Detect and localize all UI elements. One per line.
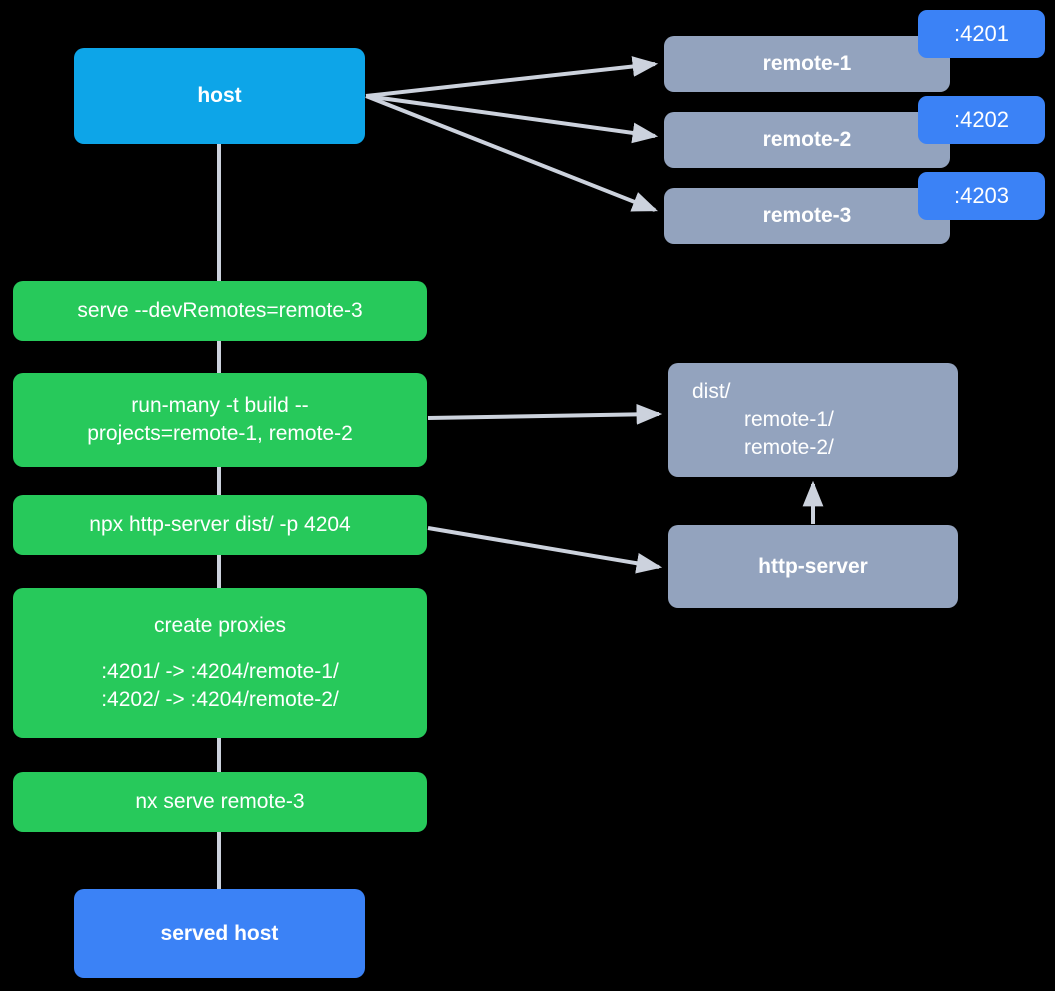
node-create-proxies[interactable]: create proxies :4201/ -> :4204/remote-1/…: [13, 588, 427, 738]
node-remote-1[interactable]: remote-1: [664, 36, 950, 92]
edge-run-many-to-dist-folder: [427, 403, 663, 425]
node-remote-3[interactable]: remote-3: [664, 188, 950, 244]
node-serve-dev-remotes-label: serve --devRemotes=remote-3: [77, 299, 363, 323]
node-remote-2-label: remote-2: [762, 128, 852, 152]
badge-port-4201[interactable]: :4201: [918, 10, 1045, 58]
node-http-server-label: http-server: [758, 554, 868, 578]
node-served-host-label: served host: [160, 921, 279, 945]
edge-host-to-remote-2: [365, 94, 659, 144]
node-run-many-line-2: projects=remote-1, remote-2: [87, 422, 353, 445]
node-host[interactable]: host: [74, 48, 365, 144]
edge-npx-http-server-to-http-server: [427, 526, 663, 574]
node-create-proxies-proxy-2: :4202/ -> :4204/remote-2/: [101, 687, 339, 711]
edge-host-to-remote-1: [365, 56, 659, 98]
badge-port-4203[interactable]: :4203: [918, 172, 1045, 220]
node-npx-http-server[interactable]: npx http-server dist/ -p 4204: [13, 495, 427, 555]
node-dist-folder-line-3: remote-2/: [744, 435, 834, 459]
node-remote-1-label: remote-1: [762, 52, 852, 76]
node-dist-folder[interactable]: dist/ remote-1/ remote-2/: [668, 363, 958, 477]
badge-port-4202-label: :4202: [953, 107, 1010, 133]
node-npx-http-server-label: npx http-server dist/ -p 4204: [89, 513, 351, 537]
node-remote-3-label: remote-3: [762, 204, 852, 228]
node-remote-2[interactable]: remote-2: [664, 112, 950, 168]
node-nx-serve-remote-3[interactable]: nx serve remote-3: [13, 772, 427, 832]
node-create-proxies-title: create proxies: [154, 614, 286, 638]
node-run-many[interactable]: run-many -t build -- projects=remote-1, …: [13, 373, 427, 467]
node-create-proxies-proxy-1: :4201/ -> :4204/remote-1/: [101, 660, 339, 684]
node-host-label: host: [197, 84, 242, 108]
badge-port-4201-label: :4201: [953, 21, 1010, 47]
badge-port-4202[interactable]: :4202: [918, 96, 1045, 144]
node-http-server[interactable]: http-server: [668, 525, 958, 608]
badge-port-4203-label: :4203: [953, 183, 1010, 209]
node-run-many-line-1: run-many -t build --: [131, 394, 309, 418]
node-serve-dev-remotes[interactable]: serve --devRemotes=remote-3: [13, 281, 427, 341]
node-dist-folder-line-2: remote-1/: [744, 408, 834, 432]
node-served-host[interactable]: served host: [74, 889, 365, 978]
edge-host-to-remote-3: [365, 94, 658, 212]
node-dist-folder-line-1: dist/: [692, 380, 731, 404]
node-nx-serve-remote-3-label: nx serve remote-3: [135, 790, 305, 814]
